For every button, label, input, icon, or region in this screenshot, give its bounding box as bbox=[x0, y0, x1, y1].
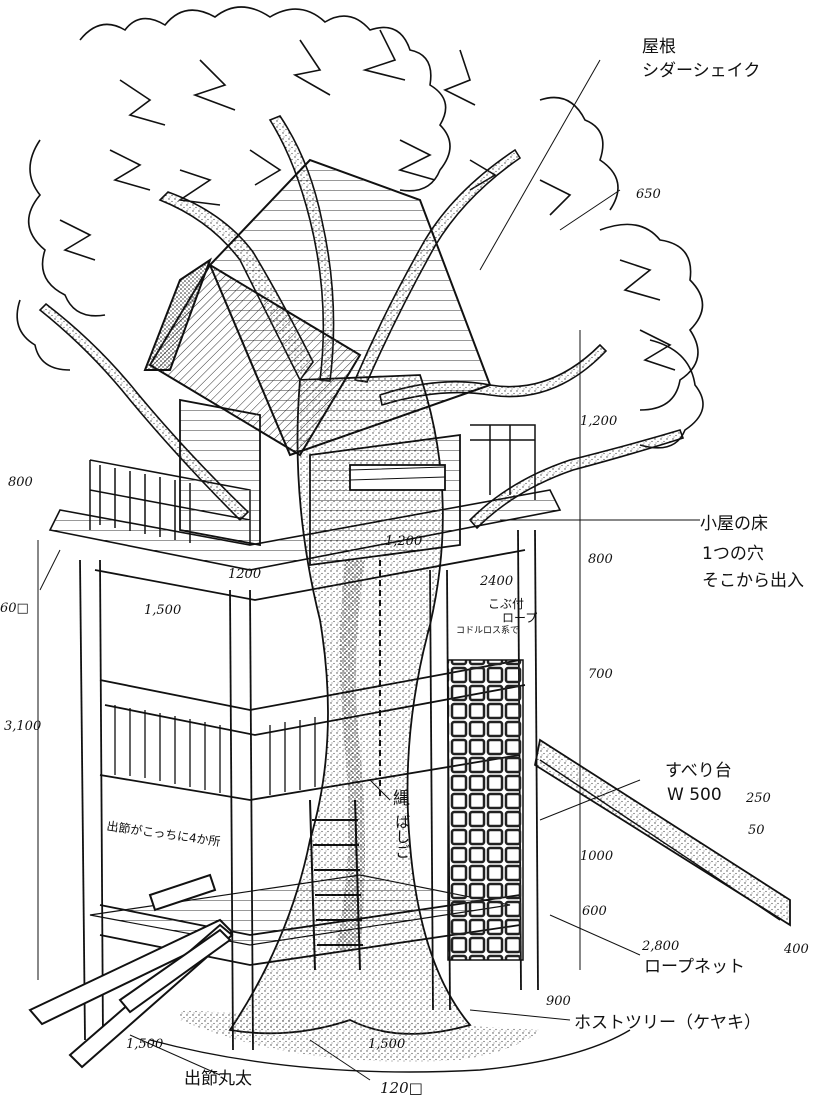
knotted-rope-label: こぶ付 bbox=[488, 597, 525, 611]
dim-900: 900 bbox=[546, 994, 571, 1009]
dim-800-right: 800 bbox=[588, 552, 613, 567]
hole-label: 1つの穴 bbox=[702, 544, 764, 564]
roof-material-label: シダーシェイク bbox=[642, 61, 761, 81]
rope-ladder-label-2: ばしご bbox=[393, 814, 412, 859]
lower-deck bbox=[89, 874, 511, 946]
rope-word-label: ロープ bbox=[502, 611, 538, 625]
rope-spec-label: コドルロス系で bbox=[456, 626, 520, 636]
slide bbox=[533, 738, 791, 927]
dim-1000: 1000 bbox=[580, 849, 614, 864]
dim-1500-base-left: 1,500 bbox=[126, 1037, 164, 1052]
dim-650: 650 bbox=[636, 187, 661, 202]
roof-label: 屋根 bbox=[642, 37, 676, 57]
ground bbox=[149, 1029, 631, 1073]
roof bbox=[143, 158, 492, 457]
entry-label: そこから出入 bbox=[702, 571, 804, 591]
dim-1200-right: 1,200 bbox=[580, 414, 618, 429]
post-label: 120□ bbox=[380, 1079, 423, 1097]
slide-label: すべり台 bbox=[665, 761, 732, 781]
host-tree-label: ホストツリー（ケヤキ） bbox=[574, 1013, 761, 1033]
ground-shade bbox=[180, 1010, 540, 1062]
upper-platform bbox=[48, 489, 562, 571]
dim-2400: 2400 bbox=[480, 574, 514, 589]
dim-1200-cabin: 1,200 bbox=[385, 534, 423, 549]
tree-canopy bbox=[16, 6, 704, 449]
dim-3100: 3,100 bbox=[4, 719, 42, 734]
dimension-lines bbox=[37, 59, 700, 1081]
dim-400: 400 bbox=[784, 942, 809, 957]
railing-balusters bbox=[114, 705, 316, 795]
dim-600: 600 bbox=[582, 904, 607, 919]
slide-width-label: W 500 bbox=[667, 785, 722, 805]
dim-2800: 2,800 bbox=[642, 939, 680, 954]
dim-250: 250 bbox=[746, 791, 771, 806]
knot-log-label: 出節丸太 bbox=[184, 1069, 252, 1089]
dim-800-left: 800 bbox=[8, 475, 33, 490]
dim-700: 700 bbox=[588, 667, 613, 682]
dim-1500-upper: 1,500 bbox=[144, 603, 182, 618]
dim-1200-deck: 1200 bbox=[228, 567, 262, 582]
cabin-floor-label: 小屋の床 bbox=[700, 514, 768, 534]
cabin bbox=[179, 398, 461, 567]
rope-ladder bbox=[309, 799, 363, 971]
dim-1500-base: 1,500 bbox=[368, 1037, 406, 1052]
rope-net-label: ロープネット bbox=[644, 957, 745, 977]
rope-ladder-label-1: 縄 bbox=[393, 789, 410, 809]
knot-logs bbox=[28, 873, 234, 1069]
dim-50: 50 bbox=[748, 823, 765, 838]
rope-net bbox=[447, 659, 524, 961]
post-small-label: 60□ bbox=[0, 601, 29, 616]
